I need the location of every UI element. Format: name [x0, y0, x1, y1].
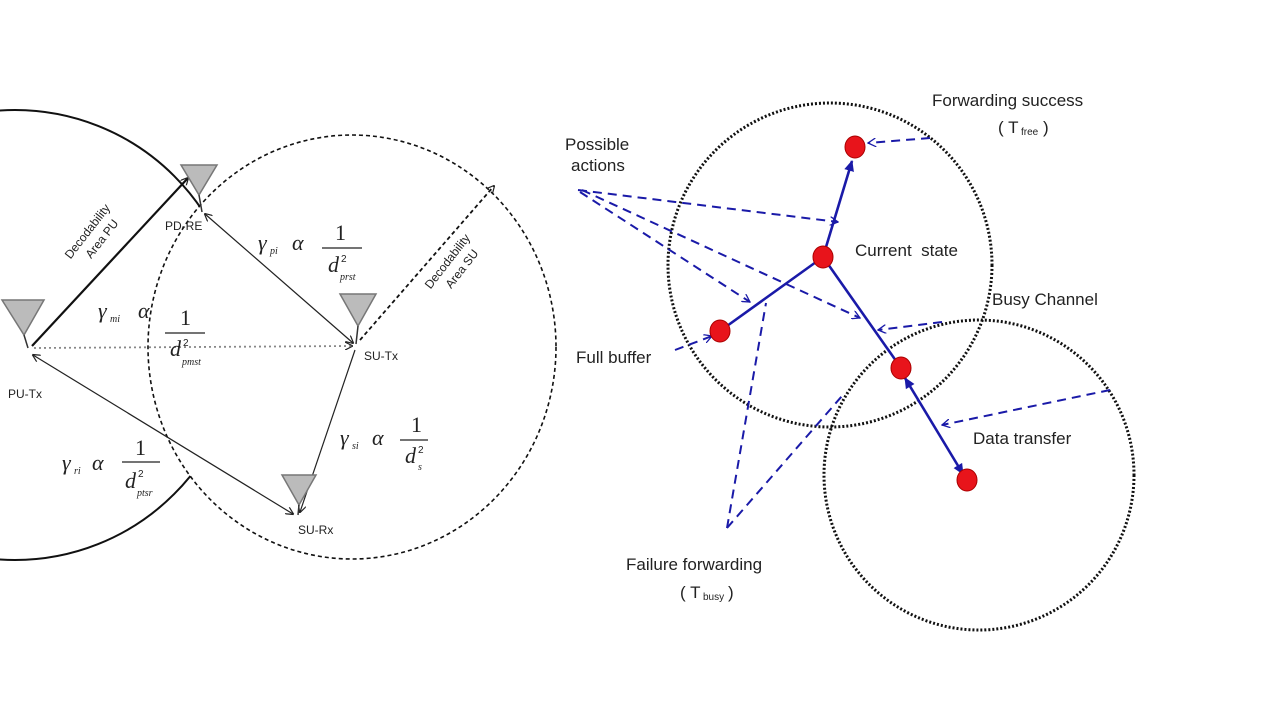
pdre-sutx-link — [205, 214, 353, 343]
forwarding-success-label: Forwarding success — [932, 91, 1083, 110]
possible-action-arrow — [581, 189, 860, 318]
svg-text:free: free — [1021, 127, 1039, 138]
svg-text:pmst: pmst — [181, 357, 201, 368]
transition-line — [821, 256, 903, 369]
svg-text:2: 2 — [341, 254, 347, 265]
pu-area-label: Decodability Area PU — [62, 201, 122, 261]
formula-gamma-si: γ si α 1 d 2 s — [340, 412, 428, 473]
svg-text:γ: γ — [98, 298, 108, 323]
svg-text:1: 1 — [135, 435, 146, 460]
svg-text:α: α — [92, 450, 104, 475]
failure-forwarding-line — [726, 302, 767, 529]
states — [709, 135, 978, 492]
transition-arrow — [821, 160, 854, 258]
svg-text:α: α — [292, 230, 304, 255]
t-busy-label: ( T busy ) — [680, 583, 734, 603]
antenna-icon — [280, 474, 318, 516]
svg-text:γ: γ — [258, 230, 268, 255]
data-transfer-arrow — [942, 389, 1111, 425]
svg-text:( T: ( T — [998, 118, 1018, 137]
busy-channel-arrow — [878, 321, 943, 330]
svg-text:prst: prst — [339, 272, 356, 283]
possible-action-arrow — [577, 189, 838, 222]
current-state-circle — [666, 101, 994, 429]
svg-text:ri: ri — [74, 466, 81, 477]
svg-text:si: si — [352, 441, 359, 452]
svg-text:ptsr: ptsr — [136, 488, 153, 499]
possible-actions-label: actions — [571, 156, 625, 175]
svg-text:( T: ( T — [680, 583, 700, 602]
possible-actions-label: Possible — [565, 135, 629, 154]
svg-text:2: 2 — [138, 469, 144, 480]
state-transitions — [719, 160, 965, 475]
svg-text:1: 1 — [180, 305, 191, 330]
state-dot — [709, 319, 731, 343]
transition-arrow — [903, 377, 965, 475]
svg-text:d: d — [405, 443, 417, 468]
formula-gamma-ri: γ ri α 1 d 2 ptsr — [62, 435, 160, 499]
transition-line — [719, 255, 824, 333]
state-dot — [844, 135, 866, 159]
putx-sutx-dotted-link — [33, 346, 352, 348]
antenna-icon — [338, 293, 378, 345]
svg-text:γ: γ — [340, 425, 350, 450]
data-transfer-label: Data transfer — [973, 429, 1072, 448]
svg-text:d: d — [328, 252, 340, 277]
svg-text:): ) — [728, 583, 734, 602]
forwarding-success-arrow — [868, 137, 931, 143]
su-range-arrow — [359, 186, 494, 341]
formula-gamma-mi: γ mi α 1 d 2 pmst — [98, 298, 205, 368]
putx-surx-link — [33, 355, 293, 514]
svg-text:1: 1 — [411, 412, 422, 437]
node-label-su-rx: SU-Rx — [298, 523, 333, 537]
state-dot — [956, 468, 978, 492]
possible-action-arrow — [579, 191, 750, 303]
svg-text:α: α — [372, 425, 384, 450]
node-label-pd-re: PD-RE — [165, 219, 202, 233]
antenna-icon — [179, 164, 219, 213]
svg-text:2: 2 — [183, 338, 189, 349]
svg-text:pi: pi — [269, 246, 278, 257]
svg-text:γ: γ — [62, 450, 72, 475]
dashed-pointers — [577, 137, 1111, 529]
formula-gamma-pi: γ pi α 1 d 2 prst — [258, 220, 362, 283]
busy-channel-label: Busy Channel — [992, 290, 1098, 309]
pu-range-arrow — [31, 178, 188, 347]
state-dot-current — [812, 245, 834, 269]
svg-text:1: 1 — [335, 220, 346, 245]
svg-text:mi: mi — [110, 314, 120, 325]
node-label-su-tx: SU-Tx — [364, 349, 398, 363]
t-free-label: ( T free ) — [998, 118, 1049, 138]
failure-forwarding-line — [726, 395, 843, 529]
current-state-label: Current state — [855, 241, 958, 260]
svg-text:): ) — [1043, 118, 1049, 137]
svg-text:d: d — [125, 468, 137, 493]
svg-text:s: s — [418, 462, 422, 473]
antenna-icon — [0, 299, 46, 349]
full-buffer-arrow — [674, 336, 712, 351]
svg-text:d: d — [170, 336, 182, 361]
svg-text:α: α — [138, 298, 150, 323]
svg-text:busy: busy — [703, 592, 724, 603]
state-dot — [890, 356, 912, 380]
node-label-pu-tx: PU-Tx — [8, 387, 42, 401]
full-buffer-label: Full buffer — [576, 348, 652, 367]
data-transfer-circle — [822, 318, 1136, 632]
svg-text:2: 2 — [418, 445, 424, 456]
failure-forwarding-label: Failure forwarding — [626, 555, 762, 574]
